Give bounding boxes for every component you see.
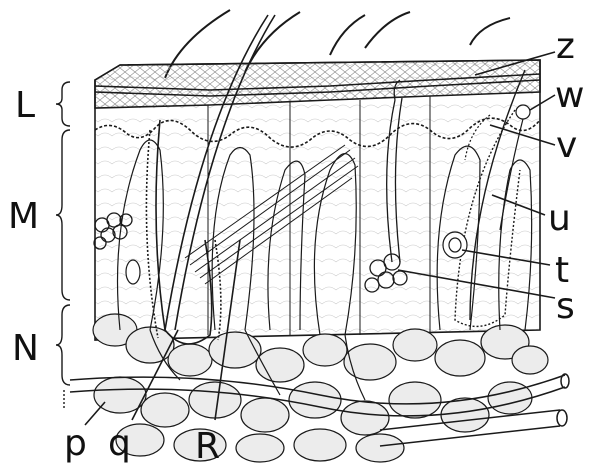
label-R: R: [195, 426, 220, 464]
label-w: w: [555, 75, 584, 116]
label-v: v: [556, 125, 577, 166]
brace-L: [56, 82, 70, 126]
label-u: u: [548, 198, 571, 239]
label-layer-L: L: [15, 85, 35, 126]
layer-braces: [56, 82, 70, 410]
leader-p: [85, 402, 105, 425]
label-s: s: [556, 286, 575, 327]
label-t: t: [555, 250, 569, 291]
label-layer-M: M: [8, 196, 39, 237]
brace-N: [56, 305, 70, 385]
fat-lobules: [93, 314, 548, 462]
label-q: q: [108, 423, 131, 464]
label-z: z: [556, 26, 575, 67]
label-p: p: [64, 423, 87, 464]
label-layer-N: N: [12, 328, 39, 369]
brace-M: [56, 130, 70, 300]
